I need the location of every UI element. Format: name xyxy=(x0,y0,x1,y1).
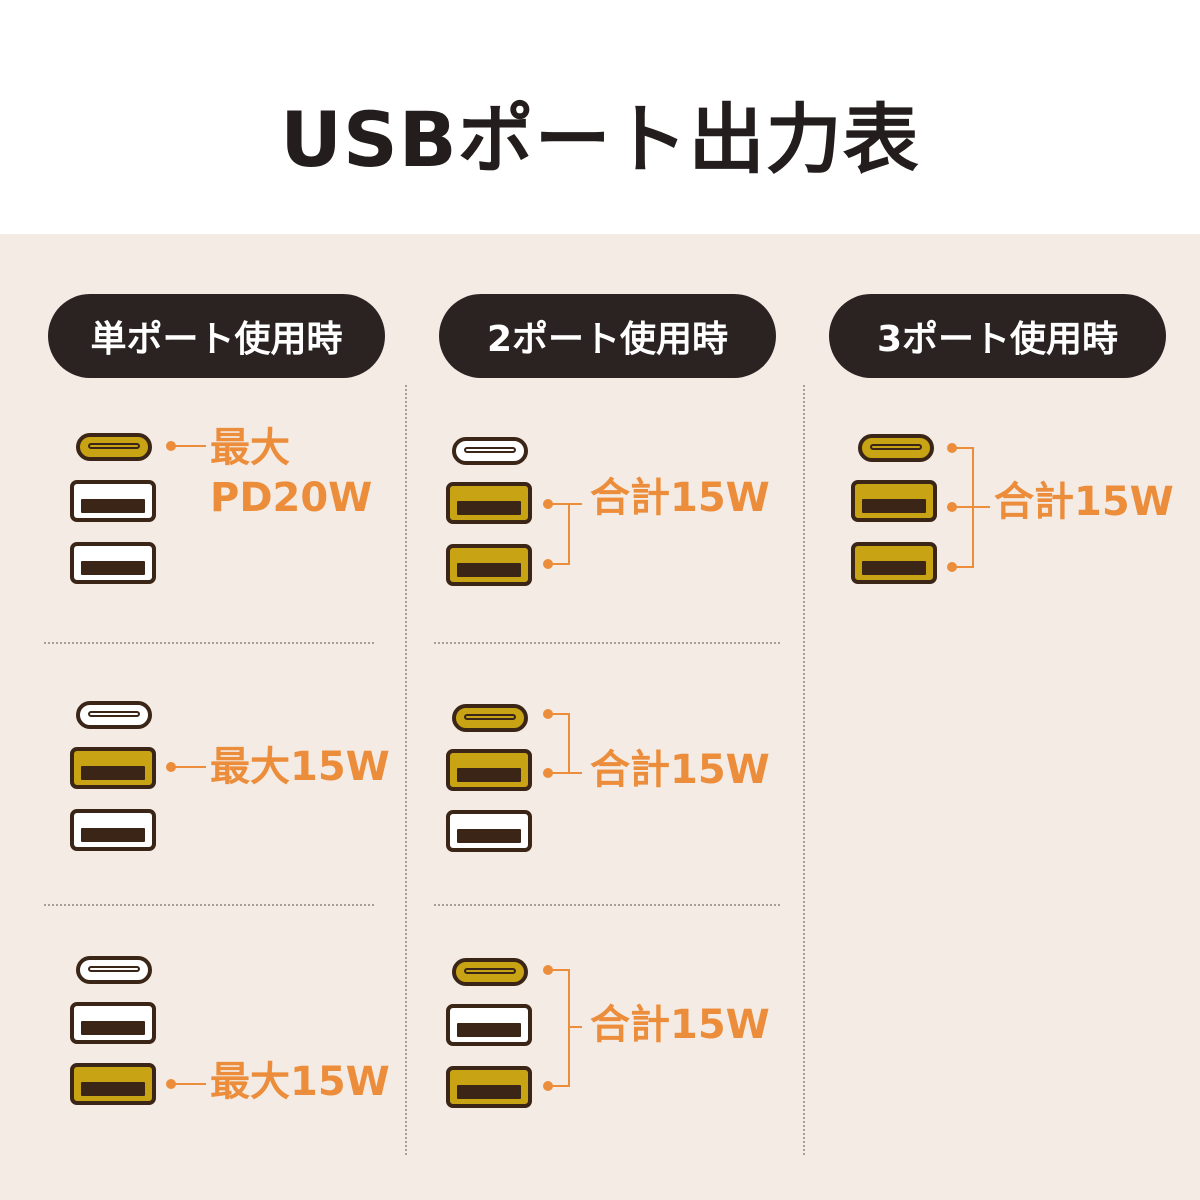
usb-c-port-icon xyxy=(452,958,528,986)
usb-a-port-icon xyxy=(446,810,532,852)
row-divider xyxy=(434,642,780,644)
usb-a-port-icon xyxy=(446,482,532,524)
page-title: USBポート出力表 xyxy=(280,95,920,184)
usb-c-port-icon xyxy=(76,433,152,461)
output-label: 合計15W xyxy=(590,475,770,521)
usb-a-port-icon xyxy=(446,749,532,791)
output-label: 最大 xyxy=(210,425,290,471)
usb-c-port-icon xyxy=(452,437,528,465)
connector-line xyxy=(548,969,570,971)
output-label: PD20W xyxy=(210,475,373,521)
connector-line xyxy=(952,566,974,568)
bracket-line xyxy=(972,447,974,568)
connector-line xyxy=(568,772,582,774)
connector-line xyxy=(548,772,570,774)
bracket-line xyxy=(568,969,570,1087)
output-label: 合計15W xyxy=(590,747,770,793)
header-single-port: 単ポート使用時 xyxy=(48,294,385,378)
header-three-ports: 3ポート使用時 xyxy=(829,294,1166,378)
connector-line xyxy=(170,1083,206,1085)
connector-line xyxy=(952,506,990,508)
usb-c-port-icon xyxy=(858,434,934,462)
connector-line xyxy=(170,766,206,768)
output-label: 合計15W xyxy=(590,1002,770,1048)
bracket-line xyxy=(568,503,570,565)
bracket-line xyxy=(568,713,570,774)
row-divider xyxy=(44,642,374,644)
usb-a-port-icon xyxy=(70,809,156,851)
header-two-ports: 2ポート使用時 xyxy=(439,294,776,378)
connector-line xyxy=(548,503,570,505)
connector-line xyxy=(548,563,570,565)
usb-a-port-icon xyxy=(70,1063,156,1105)
output-table-panel xyxy=(0,234,1200,1200)
usb-a-port-icon xyxy=(851,480,937,522)
column-divider xyxy=(803,385,805,1155)
output-label: 最大15W xyxy=(210,1059,390,1105)
connector-line xyxy=(568,503,582,505)
usb-c-port-icon xyxy=(452,704,528,732)
usb-c-port-icon xyxy=(76,956,152,984)
usb-a-port-icon xyxy=(70,747,156,789)
usb-a-port-icon xyxy=(446,1004,532,1046)
usb-a-port-icon xyxy=(70,1002,156,1044)
output-label: 合計15W xyxy=(994,479,1174,525)
connector-line xyxy=(170,445,206,447)
usb-a-port-icon xyxy=(70,480,156,522)
connector-line xyxy=(952,447,974,449)
usb-a-port-icon xyxy=(446,544,532,586)
usb-c-port-icon xyxy=(76,701,152,729)
connector-line xyxy=(548,713,570,715)
row-divider xyxy=(44,904,374,906)
connector-line xyxy=(568,1026,582,1028)
usb-a-port-icon xyxy=(851,542,937,584)
output-label: 最大15W xyxy=(210,744,390,790)
usb-a-port-icon xyxy=(446,1066,532,1108)
usb-a-port-icon xyxy=(70,542,156,584)
column-divider xyxy=(405,385,407,1155)
row-divider xyxy=(434,904,780,906)
connector-line xyxy=(548,1085,570,1087)
